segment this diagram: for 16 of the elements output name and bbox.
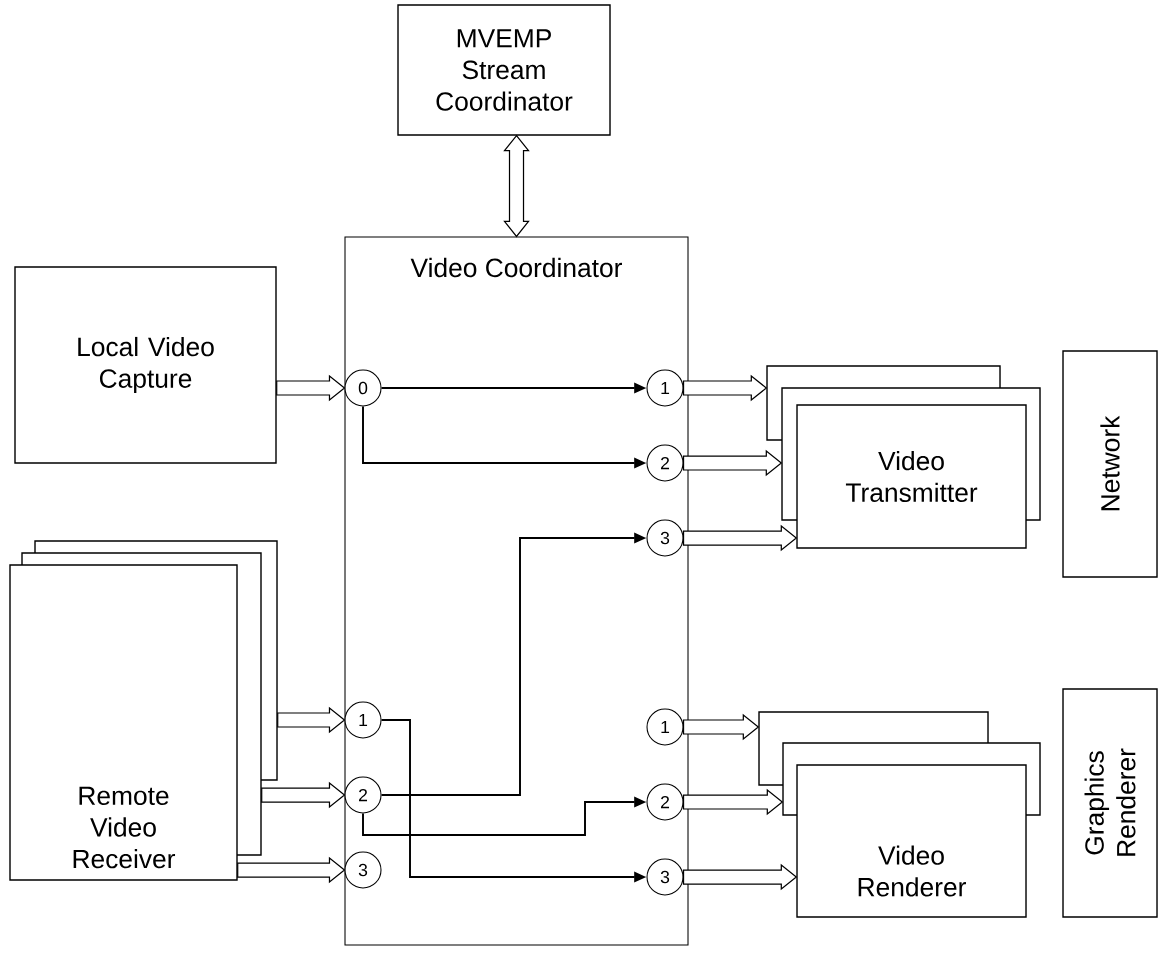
block-arrow: [237, 856, 346, 884]
block-arrow: [261, 781, 346, 809]
process-box: Video Transmitter: [796, 404, 1027, 549]
block-arrow: [682, 449, 783, 477]
process-box: MVEMP Stream Coordinator: [397, 4, 611, 136]
side-label-box: Network: [1062, 350, 1158, 578]
block-arrow: [276, 374, 346, 402]
block-arrow: [682, 374, 768, 402]
block-arrow: [682, 713, 760, 741]
block-arrow: [682, 863, 798, 891]
side-label-box: Graphics Renderer: [1062, 688, 1158, 918]
process-box: Remote Video Receiver: [9, 564, 238, 881]
block-arrow: [682, 524, 798, 552]
block-arrow: [277, 706, 346, 734]
block-arrow: [682, 788, 784, 816]
process-box: Local Video Capture: [14, 266, 277, 464]
